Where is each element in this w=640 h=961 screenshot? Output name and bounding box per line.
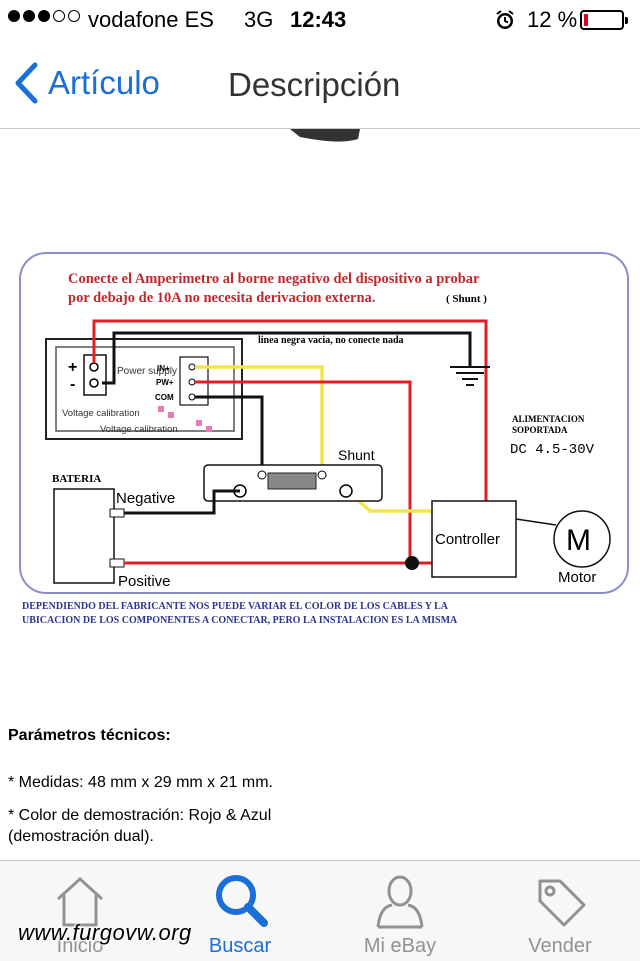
diagram-header-line1: Conecte el Amperimetro al borne negativo… [68,271,480,287]
alarm-icon [494,9,516,37]
tab-buscar[interactable]: Buscar [160,861,320,961]
params-line-1: * Medidas: 48 mm x 29 mm x 21 mm. [8,774,273,791]
navigation-bar: Artículo Descripción [0,40,640,129]
person-icon [376,875,424,929]
com-label: COM [155,393,174,402]
black-wire-unused [102,331,472,385]
tab-inicio[interactable]: Inicio [0,861,160,961]
diagram-footer-line1: DEPENDIENDO DEL FABRICANTE NOS PUEDE VAR… [22,601,449,612]
alimentacion-line2: SOPORTADA [512,425,568,435]
positive-label: Positive [118,573,171,590]
network-type: 3G [244,7,274,32]
page-title: Descripción [228,66,401,103]
params-line-2: * Color de demostración: Rojo & Azul [8,807,272,824]
black-wire-com [195,395,264,471]
shunt-resistor [267,472,317,490]
tag-icon [538,879,586,927]
watermark: www.furgovw.org [18,920,192,945]
bateria-label: BATERIA [52,473,101,485]
home-icon [56,876,104,927]
tab-label: Vender [528,935,592,957]
back-button[interactable]: Artículo [14,62,160,104]
controller-box [431,500,517,578]
yellow-wire-in [195,365,324,472]
meter-box-outer [45,338,243,440]
tab-label: Mi eBay [363,935,437,957]
motor-letter: M [566,524,591,557]
voltage-calibration-2: Voltage calibration [100,424,178,435]
diagram-header-line2: por debajo de 10A no necesita derivacion… [68,290,375,306]
tab-bar: Inicio Buscar Mi eBay Vender [0,860,640,961]
back-button-label: Artículo [48,64,160,101]
shunt-note: ( Shunt ) [446,293,487,305]
battery-percent: 12 % [527,7,578,32]
tab-mi-ebay[interactable]: Mi eBay [320,861,480,961]
search-icon [216,875,268,927]
chevron-left-icon [15,62,38,104]
signal-strength-icon [8,10,80,22]
in-plus-label: IN+ [157,364,170,373]
minus-sign: - [70,376,75,393]
tab-label: Buscar [208,935,272,957]
black-wire-note: linea negra vacia, no conecte nada [258,335,404,346]
status-bar: vodafone ES 3G 12:43 12 % [0,0,640,40]
negative-label: Negative [116,490,175,507]
meter-box-inner [55,346,235,432]
dc-range: DC 4.5-30V [510,442,595,458]
tab-vender[interactable]: Vender [480,861,640,961]
clock: 12:43 [290,7,347,32]
product-photo-fragment [290,129,360,142]
black-wire-negative [124,489,240,515]
voltage-calibration-1: Voltage calibration [62,408,140,419]
pw-plus-label: PW+ [156,378,174,387]
carrier-name: vodafone ES [88,7,214,32]
motor-label: Motor [558,569,596,586]
battery-icon [580,10,628,30]
plus-sign: + [68,359,77,376]
battery-body [53,488,115,584]
motor-circle [553,510,611,568]
diagram-footer-line2: UBICACION DE LOS COMPONENTES A CONECTAR,… [22,615,458,626]
params-title: Parámetros técnicos: [8,727,171,744]
params-line-3: (demostración dual). [8,828,154,845]
shunt-label: Shunt [338,447,375,463]
red-wire-pw [195,380,412,559]
alimentacion-line1: ALIMENTACION [512,414,585,424]
description-content[interactable]: Conecte el Amperimetro al borne negativo… [0,129,640,859]
tab-label: Inicio [56,935,104,957]
controller-label: Controller [435,531,500,548]
wiring-diagram-image: Conecte el Amperimetro al borne negativo… [19,129,629,626]
red-wire-top [92,319,488,501]
power-supply-label: Power supply [117,366,177,377]
